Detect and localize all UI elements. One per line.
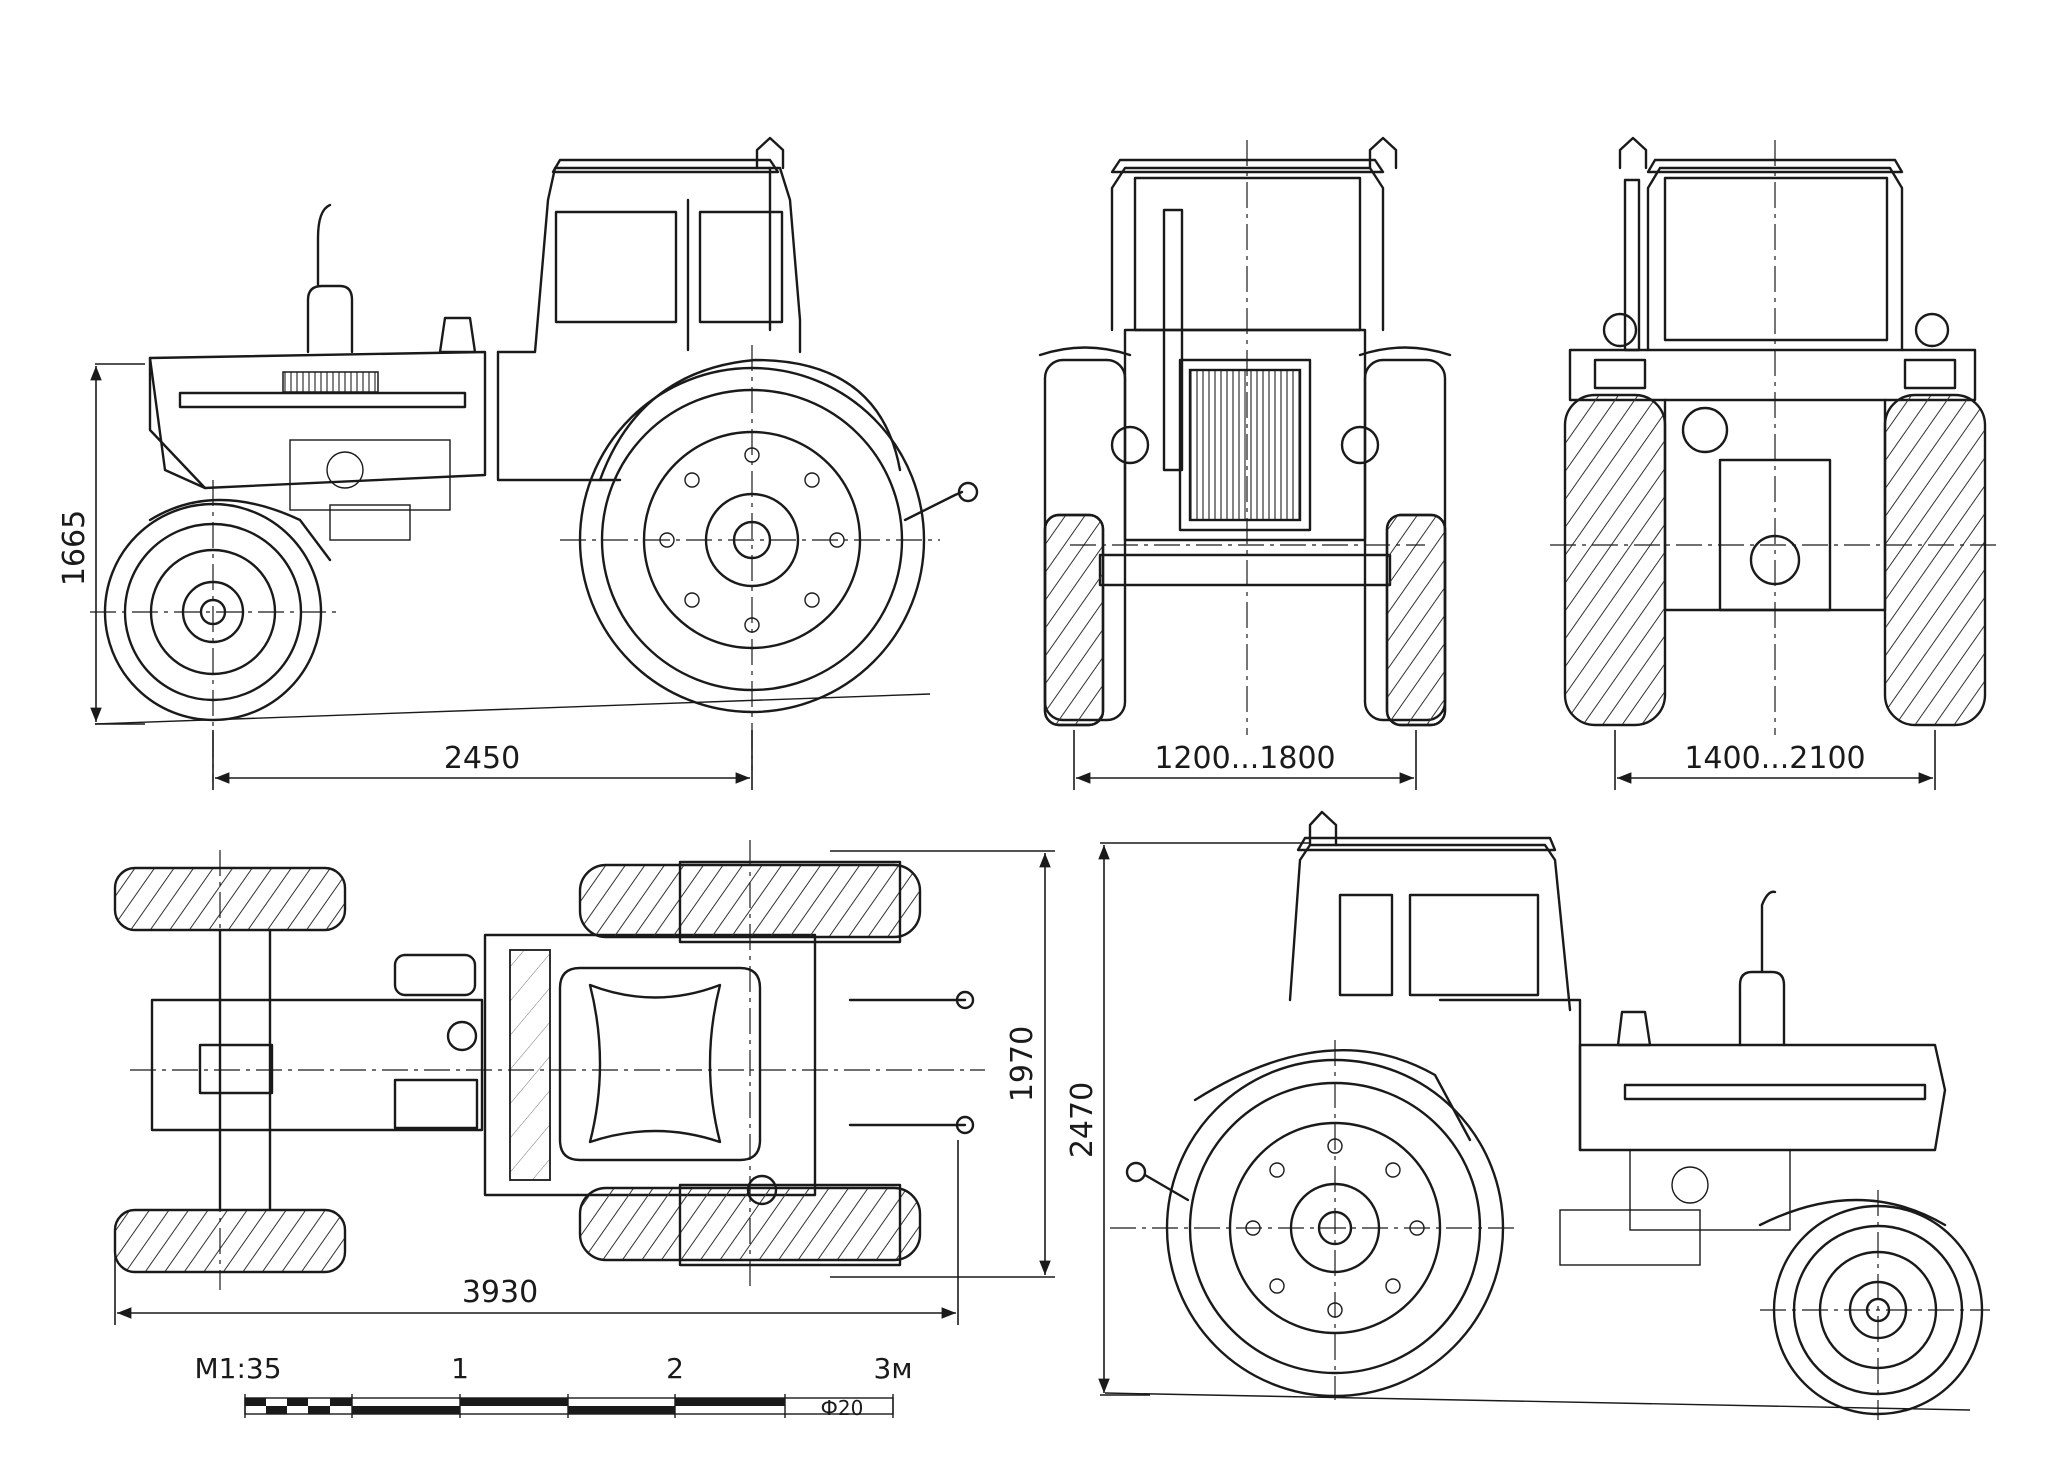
rear-track-label: 1400...2100 — [1684, 741, 1865, 776]
top-view — [113, 840, 985, 1290]
wheelbase-2450-label: 2450 — [444, 741, 520, 776]
side-view-right-dimensions: 2470 — [1065, 842, 1310, 1396]
top-view-dimensions: 1970 3930 — [114, 850, 1055, 1325]
scale-mark-2-label: 2 — [666, 1352, 684, 1385]
scale-note-label: Ф20 — [821, 1396, 864, 1420]
height-2470-label: 2470 — [1065, 1082, 1100, 1158]
height-1665-label: 1665 — [57, 510, 92, 586]
length-3930-label: 3930 — [462, 1275, 538, 1310]
rear-view — [1550, 136, 2000, 735]
front-view — [1038, 136, 1452, 735]
side-view-dimensions: 1665 2450 — [57, 363, 753, 790]
scale-mark-3-label: 3м — [874, 1352, 913, 1385]
scale-mark-1-label: 1 — [451, 1352, 469, 1385]
width-1970-label: 1970 — [1005, 1026, 1040, 1102]
front-view-dimensions: 1200...1800 — [1073, 730, 1417, 790]
side-view-left — [90, 136, 979, 780]
front-track-label: 1200...1800 — [1154, 741, 1335, 776]
side-view-right — [1104, 810, 1990, 1420]
scale-bar: M1:35 1 2 3м Ф20 — [194, 1352, 912, 1420]
scale-ratio-label: M1:35 — [194, 1352, 281, 1385]
rear-view-dimensions: 1400...2100 — [1614, 730, 1936, 790]
